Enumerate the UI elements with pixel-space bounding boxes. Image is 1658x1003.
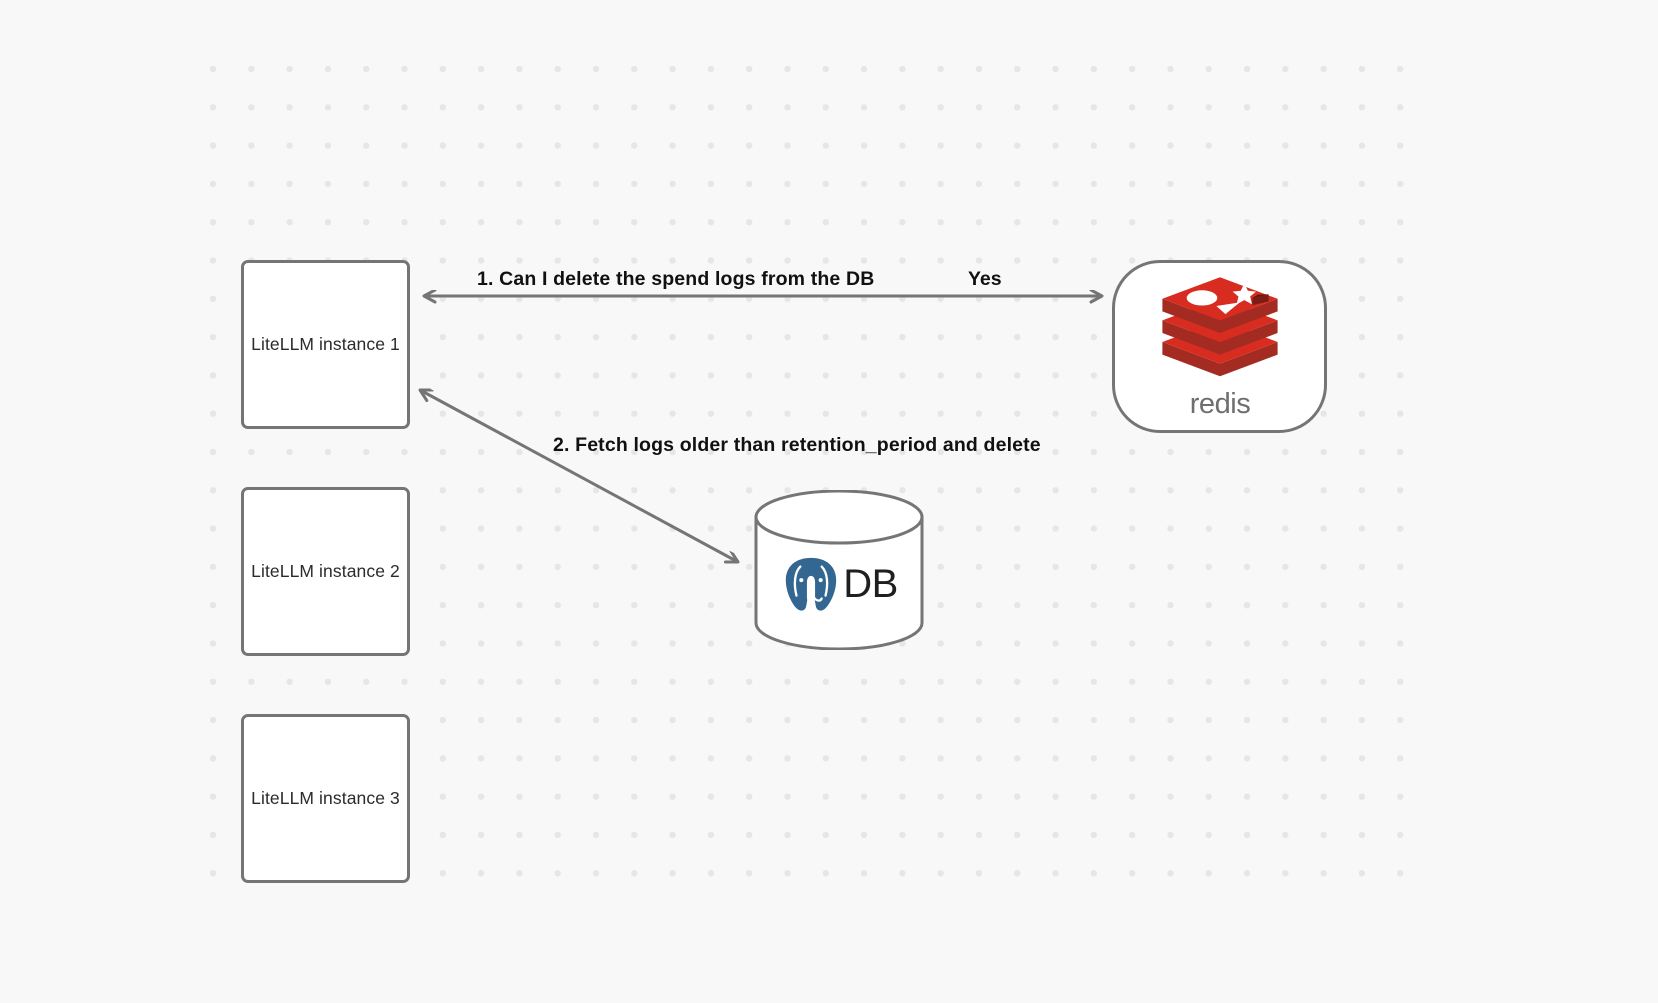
edge-label-step-1: 1. Can I delete the spend logs from the … bbox=[477, 268, 875, 290]
node-litellm-instance-1[interactable]: LiteLLM instance 1 bbox=[241, 260, 410, 429]
node-litellm-instance-3[interactable]: LiteLLM instance 3 bbox=[241, 714, 410, 883]
redis-wordmark: redis bbox=[1189, 388, 1250, 420]
database-label: DB bbox=[843, 561, 898, 606]
svg-text:redis: redis bbox=[1189, 388, 1250, 420]
node-litellm-instance-3-label: LiteLLM instance 3 bbox=[251, 788, 400, 808]
edge-litellm1-db-line bbox=[420, 390, 738, 562]
redis-logo-icon bbox=[1161, 276, 1278, 376]
node-litellm-instance-2-label: LiteLLM instance 2 bbox=[251, 561, 400, 581]
edge-label-step-2: 2. Fetch logs older than retention_perio… bbox=[553, 434, 1041, 456]
database-content: DB bbox=[753, 490, 925, 650]
cylinder-shape bbox=[754, 490, 924, 650]
node-database[interactable]: DB bbox=[753, 490, 925, 650]
node-litellm-instance-1-label: LiteLLM instance 1 bbox=[251, 334, 400, 354]
postgresql-elephant-icon bbox=[783, 555, 840, 614]
edge-label-yes: Yes bbox=[968, 268, 1002, 290]
node-redis[interactable]: redis bbox=[1112, 260, 1327, 433]
node-litellm-instance-2[interactable]: LiteLLM instance 2 bbox=[241, 487, 410, 656]
